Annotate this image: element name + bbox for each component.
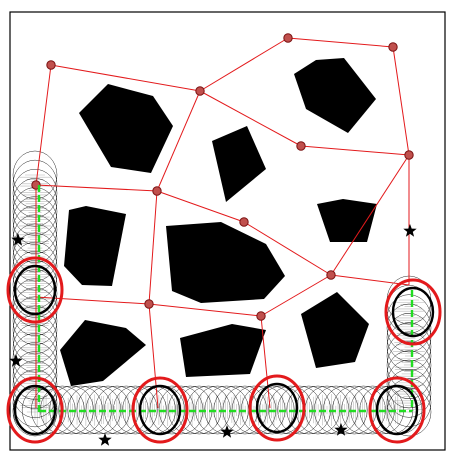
roadmap-edge [148,303,262,317]
sweep-circle [386,322,432,371]
sweep-circle [12,269,58,318]
roadmap-edge [260,274,332,317]
sweep-circle [12,342,58,391]
roadmap-edge [392,46,410,156]
obstacle [317,199,377,242]
sweep-circle [12,150,58,200]
roadmap-edge [50,64,201,92]
sweep-circle [12,296,58,346]
sweep-circle [386,350,432,399]
waypoint-markers [6,256,442,444]
roadmap-node-icon [256,311,266,321]
roadmap-edge [35,184,158,192]
sweep-circle [12,159,58,209]
star-marker-icon [98,433,112,446]
roadmap-edge [330,274,410,286]
waypoint-ellipse [13,384,57,436]
waypoint-ellipse [138,384,182,436]
goal-ring-icon [248,374,306,442]
obstacle [166,222,285,303]
sweep-circle [12,278,58,327]
sweep-circle [21,385,67,435]
goal-ring-icon [6,256,64,324]
roadmap-edge [148,190,158,305]
waypoint-ellipse [375,384,419,436]
roadmap-edge [199,90,302,147]
sweep-circle [12,232,58,282]
sweep-circle [386,359,432,409]
sweep-circle [12,241,58,291]
obstacle [180,324,266,377]
sweep-circle [12,360,58,409]
sweep-circle [12,305,58,355]
roadmap-node-icon [404,150,414,160]
star-marker-icon [334,423,348,436]
sweep-circle [12,223,58,273]
obstacle [60,320,146,386]
sweep-circle [386,387,432,437]
sweep-circle [12,251,58,300]
roadmap-edge [260,315,271,409]
goal-ring-icon [131,376,189,444]
obstacle [212,126,266,202]
sweep-circle [12,168,58,218]
planned-paths [37,185,414,413]
waypoint-ellipse [13,264,57,316]
sweep-circle [12,351,58,400]
sweep-circle [12,196,58,245]
roadmap-node-icon [195,86,205,96]
obstacle [64,206,126,286]
roadmap-edge [330,154,410,276]
roadmap-nodes [31,33,414,321]
sweep-circle [12,287,58,336]
star-marker-icon [403,224,417,237]
roadmap-edge [287,37,394,48]
roadmap-node-icon [144,299,154,309]
roadmap-node-icon [152,186,162,196]
roadmap-edge [156,190,245,223]
obstacles [60,58,377,386]
roadmap-node-icon [239,217,249,227]
star-marker-icon [11,233,25,246]
waypoint-ellipse [391,286,435,338]
start-markers [9,224,417,446]
roadmap-edge [35,64,52,186]
roadmap-edges [35,37,410,409]
goal-ring-icon [384,278,442,346]
waypoint-ellipse [255,382,299,434]
star-marker-icon [9,354,23,367]
roadmap-node-icon [326,270,336,280]
sweep-circle [12,260,58,309]
star-marker-icon [220,425,234,438]
obstacle [301,292,369,368]
sweep-circle [386,378,432,427]
roadmap-edge [148,303,159,409]
sweep-circle [386,303,432,353]
roadmap-node-icon [388,42,398,52]
sweep-circle [12,333,58,382]
obstacle [294,58,376,133]
sweep-circle [12,205,58,254]
goal-ring-icon [368,376,426,444]
goal-ring-icon [6,376,64,444]
roadmap-edge [156,90,201,192]
sweep-circle [12,323,58,373]
sweep-circle [12,178,58,227]
roadmap-node-icon [46,60,56,70]
roadmap-node-icon [296,141,306,151]
roadmap-edge [243,221,332,276]
sweep-circle [386,369,432,418]
roadmap-node-icon [283,33,293,43]
roadmap-edge [300,145,410,156]
obstacle [79,84,173,173]
roadmap-edge [199,37,289,92]
